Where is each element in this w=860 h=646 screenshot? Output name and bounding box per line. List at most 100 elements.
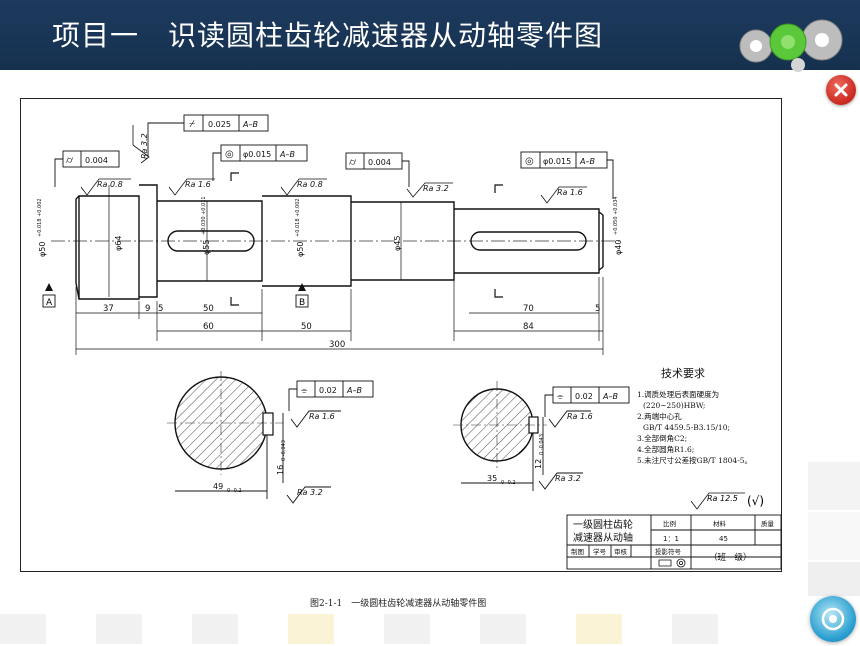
- sec1-ra-1.6: Ra 1.6: [309, 412, 335, 421]
- sec1-width-tol: 0 -0.2: [227, 488, 242, 494]
- engineering-drawing: φ50 +0.018 +0.002 φ64 φ55 +0.030 +0.011 …: [20, 98, 782, 572]
- header-bar: 项目一 识读圆柱齿轮减速器从动轴零件图: [0, 0, 860, 72]
- ra-general: Ra 12.5: [707, 494, 738, 503]
- close-icon: [834, 83, 848, 97]
- tol-runout-top: 0.025: [208, 120, 231, 129]
- dim-d50-mid-tol: +0.018 +0.002: [295, 198, 301, 237]
- bottom-tile: [288, 614, 334, 644]
- bottom-tile: [576, 614, 622, 644]
- section-view-left: ⌯ 0.02 A–B Ra 1.6 Ra 3.2 49 0 -0.2 16 0 …: [167, 371, 374, 504]
- sec2-sym-datum: A–B: [602, 392, 618, 401]
- datum-b: B: [299, 298, 305, 308]
- tech-req-line: 5.未注尺寸公差按GB/T 1804-5。: [637, 455, 752, 465]
- dim-5b: 5: [595, 304, 600, 314]
- tol-coax-left: φ0.015: [243, 150, 271, 159]
- sec2-width: 35: [487, 474, 497, 483]
- tol-runout-top-datum: A–B: [242, 120, 258, 129]
- bottom-tile: [384, 614, 430, 644]
- dim-37: 37: [103, 304, 114, 314]
- part-name-1: 一级圆柱齿轮: [573, 518, 633, 531]
- dim-d64: φ64: [114, 236, 123, 251]
- svg-text:⌭: ⌭: [66, 155, 74, 166]
- ra-1.6-left: Ra 1.6: [185, 180, 211, 189]
- projection-symbol-icon: [658, 558, 686, 568]
- sec2-width-tol: 0 -0.2: [501, 480, 516, 486]
- reviewer-label: 审核: [614, 547, 628, 556]
- page-title: 项目一 识读圆柱齿轮减速器从动轴零件图: [52, 19, 604, 52]
- orbit-icon: [821, 607, 845, 631]
- ra-1.6-right: Ra 1.6: [557, 188, 583, 197]
- dim-9: 9: [145, 304, 150, 314]
- student-no-label: 学号: [593, 547, 607, 556]
- close-button[interactable]: [826, 75, 856, 105]
- dim-50b: 50: [301, 322, 312, 332]
- svg-text:⌯: ⌯: [557, 392, 564, 401]
- svg-text:⌭: ⌭: [349, 157, 357, 168]
- projection-label: 投影符号: [655, 547, 682, 556]
- dim-d55: φ55: [202, 240, 211, 255]
- figure-caption: 图2-1-1 一级圆柱齿轮减速器从动轴零件图: [310, 599, 487, 609]
- dim-d40: φ40: [614, 240, 623, 255]
- sec1-sym-datum: A–B: [346, 386, 362, 395]
- tol-cyl-left: 0.004: [85, 156, 108, 165]
- sec2-depth: 12: [534, 459, 543, 469]
- ra-0.8-left: Ra 0.8: [97, 180, 123, 189]
- side-tile: [808, 512, 860, 560]
- sec1-sym-value: 0.02: [319, 386, 337, 395]
- material-value: 45: [719, 535, 728, 543]
- ra-general-mark: (√): [747, 494, 764, 508]
- svg-text:⌿: ⌿: [189, 119, 195, 130]
- dim-50a: 50: [203, 304, 214, 314]
- tech-req-line: 1.调质处理后表面硬度为: [637, 389, 719, 399]
- side-tile: [808, 562, 860, 596]
- tol-coax-left-datum: A–B: [279, 150, 295, 159]
- section-view-right: ⌯ 0.02 A–B Ra 1.6 Ra 3.2 35 0 -0.2 12 0 …: [453, 381, 630, 491]
- scale-value: 1：1: [663, 535, 679, 543]
- bottom-tile: [192, 614, 238, 644]
- svg-text:◎: ◎: [525, 156, 534, 167]
- dim-300: 300: [329, 340, 345, 350]
- sec1-depth-tol: 0 -0.043: [281, 440, 287, 461]
- tech-req-line: 4.全部圆角R1.6;: [637, 444, 694, 454]
- material-label: 材料: [713, 519, 727, 528]
- bottom-tile: [96, 614, 142, 644]
- tech-req-line: 3.全部倒角C2;: [637, 433, 687, 443]
- bottom-tile: [480, 614, 526, 644]
- sec1-width: 49: [213, 482, 223, 491]
- dim-d45: φ45: [393, 236, 402, 251]
- side-tile: [808, 462, 860, 510]
- part-name-2: 减速器从动轴: [573, 531, 633, 544]
- gears-icon: [739, 19, 843, 72]
- sec2-ra-3.2: Ra 3.2: [555, 474, 581, 483]
- dim-84: 84: [523, 322, 534, 332]
- dim-d50-left: φ50: [38, 242, 47, 257]
- scale-label: 比例: [663, 519, 676, 528]
- bottom-tile: [672, 614, 718, 644]
- ra-0.8-mid: Ra 0.8: [297, 180, 323, 189]
- tol-coax-right-datum: A–B: [579, 157, 595, 166]
- tech-req-line: 2.两端中心孔: [637, 411, 682, 421]
- tech-req-title: 技术要求: [661, 367, 705, 380]
- sec2-depth-tol: 0 -0.043: [539, 434, 545, 455]
- sec1-depth: 16: [276, 465, 285, 475]
- tol-cyl-mid: 0.004: [368, 158, 391, 167]
- dim-d50-left-tol: +0.018 +0.002: [37, 198, 43, 237]
- tech-req-line: (220~250)HBW;: [643, 401, 705, 410]
- bottom-tile: [0, 614, 46, 644]
- weight-label: 质量: [761, 519, 775, 528]
- navigation-button[interactable]: [810, 596, 856, 642]
- dim-70: 70: [523, 304, 534, 314]
- drawn-by-label: 制图: [571, 547, 584, 556]
- class-label: （班 级）: [709, 552, 752, 563]
- sec1-ra-3.2: Ra 3.2: [297, 488, 323, 497]
- tech-req-line: GB/T 4459.5-B3.15/10;: [643, 423, 730, 432]
- tol-coax-right: φ0.015: [543, 157, 571, 166]
- sec2-sym-value: 0.02: [575, 392, 593, 401]
- ra-3.2-mid: Ra 3.2: [423, 184, 449, 193]
- ra-3.2-top: Ra 3.2: [140, 133, 149, 159]
- dim-d50-mid: φ50: [296, 242, 305, 257]
- shaft-outline: [75, 184, 604, 300]
- svg-text:⌯: ⌯: [301, 386, 308, 395]
- sec2-ra-1.6: Ra 1.6: [567, 412, 593, 421]
- dim-d55-tol: +0.030 +0.011: [201, 196, 207, 235]
